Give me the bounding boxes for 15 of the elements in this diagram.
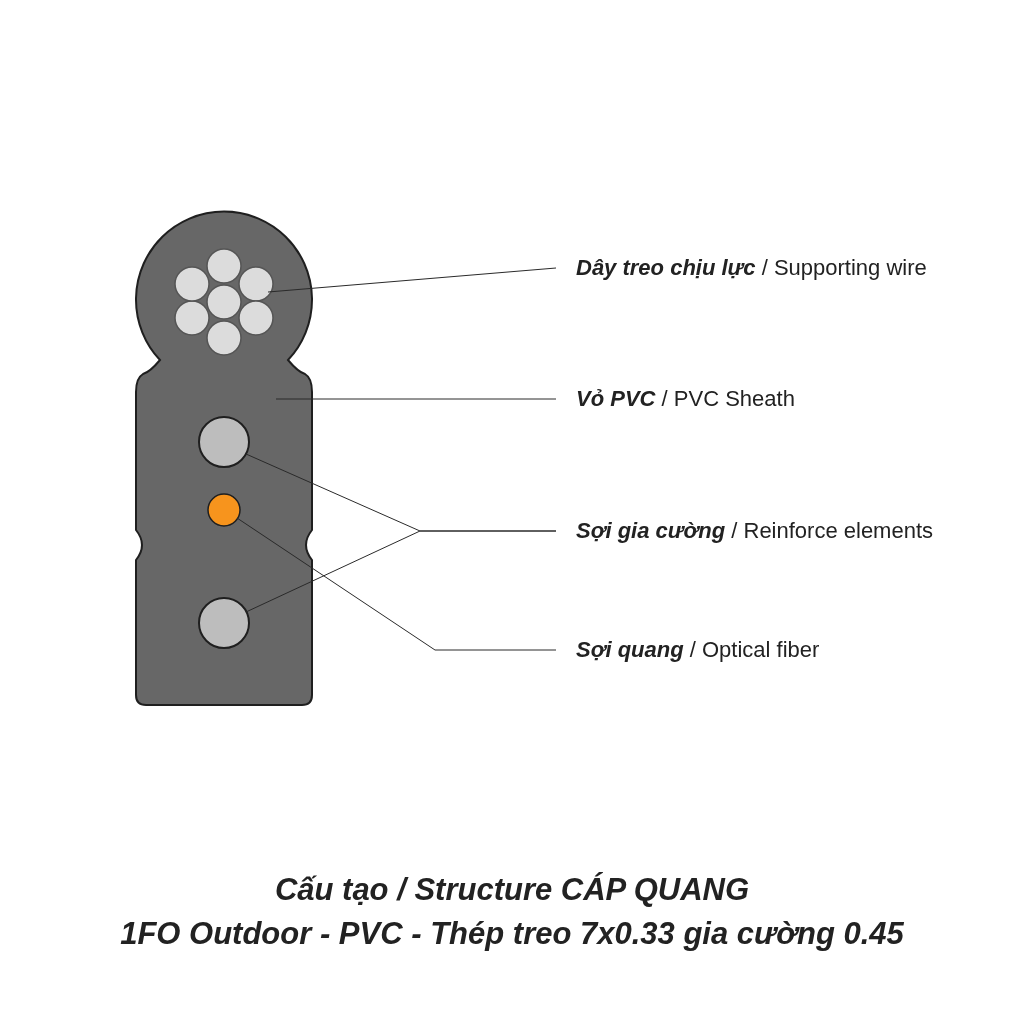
cable-sheath — [135, 210, 313, 706]
steel-wire-strands — [174, 248, 274, 356]
callout-label: Dây treo chịu lực / Supporting wire — [556, 255, 927, 281]
reinforcement-rod — [198, 597, 250, 649]
leader-line — [275, 398, 557, 400]
title: Cấu tạo / Structure CÁP QUANG — [274, 872, 750, 908]
callout-label: Sợi gia cường / Reinforce elements — [556, 518, 934, 544]
optical-fiber-core — [207, 493, 241, 527]
callout-label: Sợi quang / Optical fiber — [556, 637, 820, 663]
callout-label: Vỏ PVC / PVC Sheath — [556, 386, 795, 412]
reinforcement-rod — [198, 416, 250, 468]
leader-line — [245, 530, 557, 613]
caption: 1FO Outdoor - PVC - Thép treo 7x0.33 gia cường 0.45 — [120, 916, 904, 952]
leader-line — [267, 267, 557, 293]
leader-line — [236, 517, 557, 651]
